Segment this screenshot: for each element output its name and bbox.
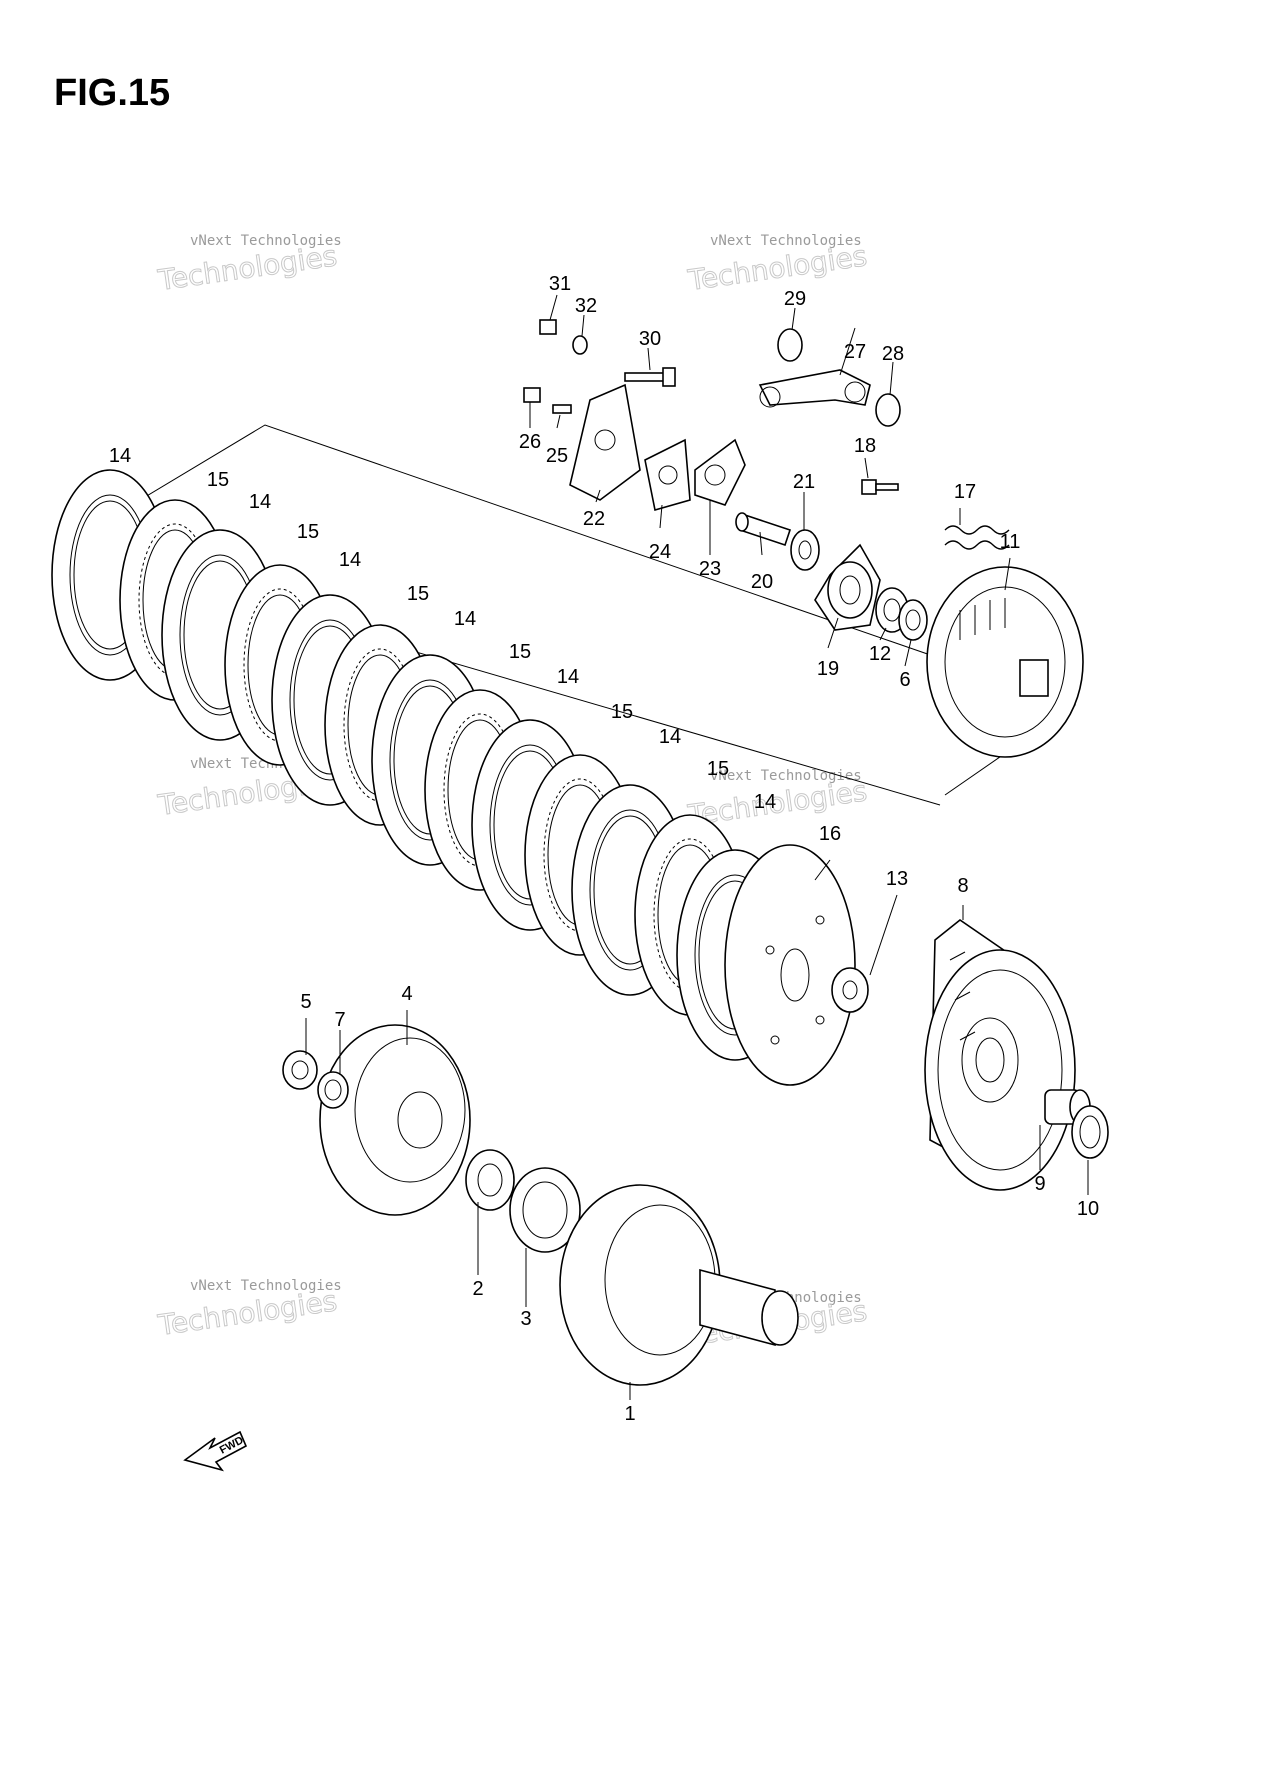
callout-8: 8 <box>957 875 968 897</box>
callout-14: 14 <box>659 726 681 748</box>
callout-15: 15 <box>509 641 531 663</box>
callout-14: 14 <box>109 445 131 467</box>
callout-18: 18 <box>854 435 876 457</box>
pushrod-20 <box>735 512 792 547</box>
callout-30: 30 <box>639 328 661 350</box>
callout-5: 5 <box>300 991 311 1013</box>
callout-31: 31 <box>549 273 571 295</box>
washer-10 <box>1071 1105 1109 1159</box>
clutch-spring <box>944 525 1010 550</box>
bolt-18 <box>861 479 899 495</box>
clutch-sleeve-hub <box>926 566 1084 758</box>
watermark-text: vNext Technologies <box>710 233 862 249</box>
callout-3: 3 <box>520 1308 531 1330</box>
washer-13 <box>831 967 869 1013</box>
watermark-text: vNext Technologies <box>190 233 342 249</box>
gasket-24 <box>644 438 691 512</box>
callout-25: 25 <box>546 445 568 467</box>
clutch-housing <box>924 919 1076 1191</box>
bolt-30 <box>624 367 676 387</box>
callout-19: 19 <box>817 658 839 680</box>
callout-16: 16 <box>819 823 841 845</box>
release-arm-27 <box>758 369 871 408</box>
callout-9: 9 <box>1034 1173 1045 1195</box>
forward-direction-arrow: FWD <box>183 1430 248 1472</box>
callout-2: 2 <box>472 1278 483 1300</box>
washer-6 <box>898 599 928 641</box>
callout-17: 17 <box>954 481 976 503</box>
callout-15: 15 <box>407 583 429 605</box>
centrifugal-clutch-assembly <box>319 1024 471 1216</box>
clutch-drum-1 <box>559 1184 799 1386</box>
callout-13: 13 <box>886 868 908 890</box>
callout-20: 20 <box>751 571 773 593</box>
inner-race-2 <box>465 1149 515 1211</box>
washer-32 <box>572 335 588 355</box>
callout-29: 29 <box>784 288 806 310</box>
callout-4: 4 <box>401 983 412 1005</box>
callout-32: 32 <box>575 295 597 317</box>
callout-11: 11 <box>1000 531 1021 553</box>
callout-14: 14 <box>557 666 579 688</box>
callout-23: 23 <box>699 558 721 580</box>
callout-21: 21 <box>793 471 815 493</box>
circlip-29 <box>777 328 803 362</box>
callout-14: 14 <box>754 791 776 813</box>
washer-7 <box>317 1071 349 1109</box>
release-cam-23 <box>694 438 746 506</box>
callout-24: 24 <box>649 541 671 563</box>
callout-7: 7 <box>334 1009 345 1031</box>
callout-15: 15 <box>707 758 729 780</box>
one-way-clutch-3 <box>509 1167 581 1253</box>
clutch-disc-stack <box>51 469 794 1061</box>
callout-14: 14 <box>249 491 271 513</box>
stud-25 <box>552 404 572 414</box>
release-cam-22 <box>569 383 641 501</box>
callout-15: 15 <box>207 469 229 491</box>
watermark-text: vNext Technologies <box>190 1278 342 1294</box>
nut-26 <box>523 387 541 403</box>
callout-28: 28 <box>882 343 904 365</box>
callout-1: 1 <box>624 1403 635 1425</box>
callout-14: 14 <box>454 608 476 630</box>
nut-5 <box>282 1050 318 1090</box>
watermark-text: vNext Technologies <box>710 768 862 784</box>
pressure-plate <box>724 844 856 1086</box>
callout-22: 22 <box>583 508 605 530</box>
callout-15: 15 <box>611 701 633 723</box>
callout-6: 6 <box>899 669 910 691</box>
callout-26: 26 <box>519 431 541 453</box>
lifter-plate <box>814 543 881 631</box>
callout-10: 10 <box>1077 1198 1099 1220</box>
circlip-28 <box>875 393 901 427</box>
bearing-21 <box>790 529 820 571</box>
callout-27: 27 <box>844 341 866 363</box>
callout-14: 14 <box>339 549 361 571</box>
callout-labels: 1 2 3 4 5 6 7 8 9 10 11 12 13 14 15 14 1… <box>109 273 1099 1425</box>
callout-15: 15 <box>297 521 319 543</box>
figure-title: FIG.15 <box>54 72 171 114</box>
leader-lines <box>305 294 1089 1400</box>
callout-12: 12 <box>869 643 891 665</box>
nut-31 <box>539 319 557 335</box>
